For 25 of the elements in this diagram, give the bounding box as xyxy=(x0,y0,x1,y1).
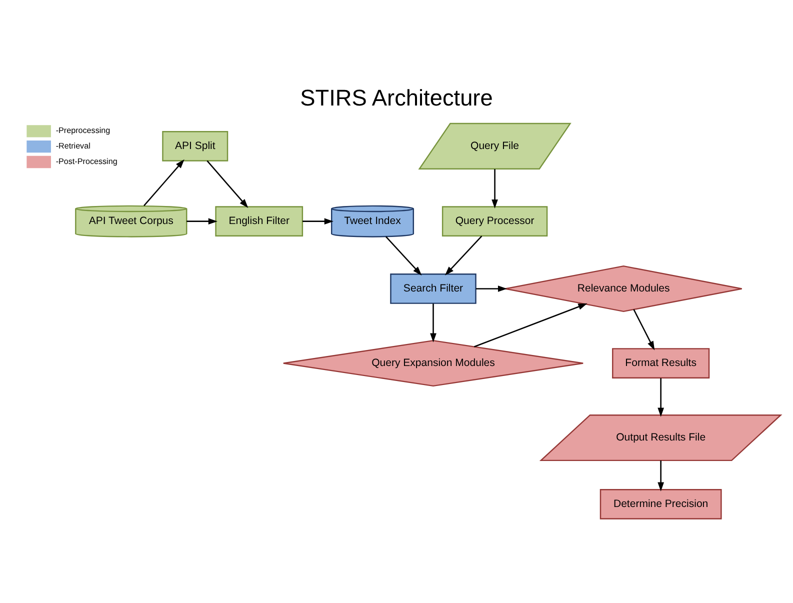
arrow xyxy=(658,378,664,417)
arrow xyxy=(386,236,422,276)
node-box: Format Results xyxy=(612,348,710,378)
legend-label: -Retrieval xyxy=(56,142,90,151)
arrow xyxy=(302,218,334,224)
arrow xyxy=(430,304,436,342)
node-box: Determine Precision xyxy=(600,489,722,520)
diagram-title: STIRS Architecture xyxy=(300,84,493,111)
arrow xyxy=(476,286,508,292)
node-diamond: Query Expansion Modules xyxy=(282,340,584,387)
legend-label: -Preprocessing xyxy=(56,126,110,136)
node-diamond: Relevance Modules xyxy=(504,265,742,312)
arrow xyxy=(186,218,218,224)
legend-label: -Post-Processing xyxy=(56,157,118,166)
arrow xyxy=(633,309,655,350)
arrow xyxy=(444,236,482,276)
arrow xyxy=(492,169,498,209)
node-box: Query Processor xyxy=(442,206,548,236)
node-box: English Filter xyxy=(215,206,304,236)
arrow xyxy=(474,303,588,348)
node-box: API Split xyxy=(162,131,228,162)
arrow xyxy=(144,159,184,206)
arrow xyxy=(658,460,664,492)
arrow xyxy=(206,160,248,208)
node-box: Search Filter xyxy=(390,274,476,304)
